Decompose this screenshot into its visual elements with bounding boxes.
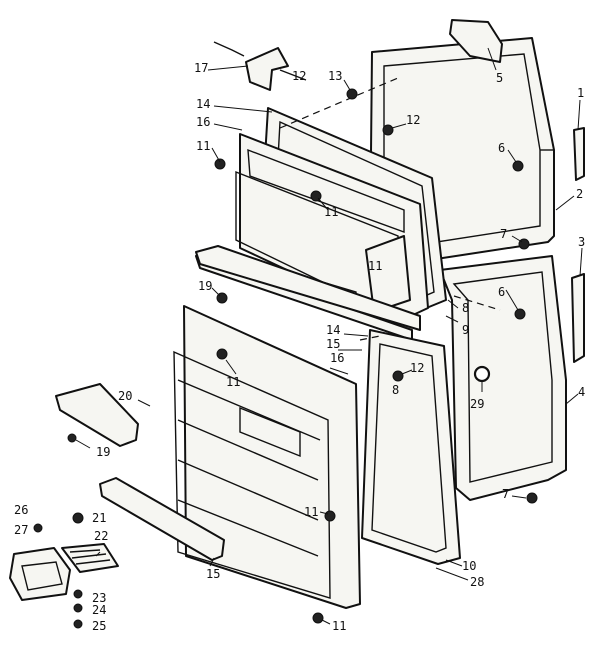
callout-labels: 1 2 3 4 5 6 6 7 7 8 8 9 10 11 11 11 11 1…	[14, 61, 585, 633]
screw-11a	[214, 158, 226, 170]
callout-17: 17	[194, 61, 208, 75]
fresh-food-door-liner	[173, 305, 361, 609]
callout-24: 24	[92, 603, 106, 617]
callout-26: 26	[14, 503, 28, 517]
callout-15b: 15	[206, 567, 220, 581]
callout-12b: 12	[292, 69, 306, 83]
callout-8a: 8	[462, 301, 469, 315]
screw-12c	[392, 370, 404, 382]
callout-22: 22	[94, 529, 108, 543]
fresh-food-door-outer-panel	[439, 255, 567, 501]
lower-shelf-bar	[99, 477, 225, 561]
screw-23	[73, 589, 83, 599]
callout-19a: 19	[198, 279, 212, 293]
callout-11d: 11	[226, 375, 240, 389]
callout-9: 9	[462, 323, 469, 337]
callout-11b: 11	[324, 205, 338, 219]
screw-7b	[526, 492, 538, 504]
callout-13: 13	[328, 69, 342, 83]
control-grille	[61, 543, 119, 573]
screw-12a	[382, 124, 394, 136]
screw-7a	[518, 238, 530, 250]
callout-6b: 6	[498, 285, 505, 299]
dairy-door	[55, 383, 139, 447]
callout-12c: 12	[410, 361, 424, 375]
callout-14b: 14	[326, 323, 340, 337]
screw-26	[33, 523, 43, 533]
callout-7b: 7	[502, 487, 509, 501]
screw-6b	[514, 308, 526, 320]
callout-28: 28	[470, 575, 484, 589]
nut-29	[473, 365, 491, 383]
screw-11c	[216, 348, 228, 360]
callout-7a: 7	[500, 227, 507, 241]
callout-6a: 6	[498, 141, 505, 155]
callout-14a: 14	[196, 97, 210, 111]
callout-25: 25	[92, 619, 106, 633]
fresh-food-handle-trim	[571, 273, 585, 363]
callout-16b: 16	[330, 351, 344, 365]
control-panel	[9, 547, 71, 601]
screw-21	[72, 512, 84, 524]
callout-20: 20	[118, 389, 132, 403]
screw-6a	[512, 160, 524, 172]
screw-19b	[67, 433, 77, 443]
callout-8b: 8	[392, 383, 399, 397]
freezer-fan-blade	[213, 41, 307, 91]
freezer-door-liner	[235, 133, 429, 323]
callout-12a: 12	[406, 113, 420, 127]
callout-10: 10	[462, 559, 476, 573]
callout-16a: 16	[196, 115, 210, 129]
callout-29: 29	[470, 397, 484, 411]
callout-21: 21	[92, 511, 106, 525]
callout-11f: 11	[332, 619, 346, 633]
freezer-handle-trim	[573, 127, 585, 181]
callout-11c: 11	[368, 259, 382, 273]
callout-3: 3	[578, 235, 585, 249]
upper-shelf-bar	[195, 245, 421, 331]
screw-13	[346, 88, 358, 100]
callout-15a: 15	[326, 337, 340, 351]
callout-23: 23	[92, 591, 106, 605]
callout-2: 2	[576, 187, 583, 201]
callout-27: 27	[14, 523, 28, 537]
callout-4: 4	[578, 385, 585, 399]
screw-11f	[312, 612, 324, 624]
screw-25	[73, 619, 83, 629]
leader-lines	[75, 47, 583, 625]
screw-24	[73, 603, 83, 613]
callout-19b: 19	[96, 445, 110, 459]
screw-11e	[324, 510, 336, 522]
callout-5: 5	[496, 71, 503, 85]
callout-11e: 11	[304, 505, 318, 519]
callout-11a: 11	[196, 139, 210, 153]
callout-1: 1	[577, 86, 584, 100]
